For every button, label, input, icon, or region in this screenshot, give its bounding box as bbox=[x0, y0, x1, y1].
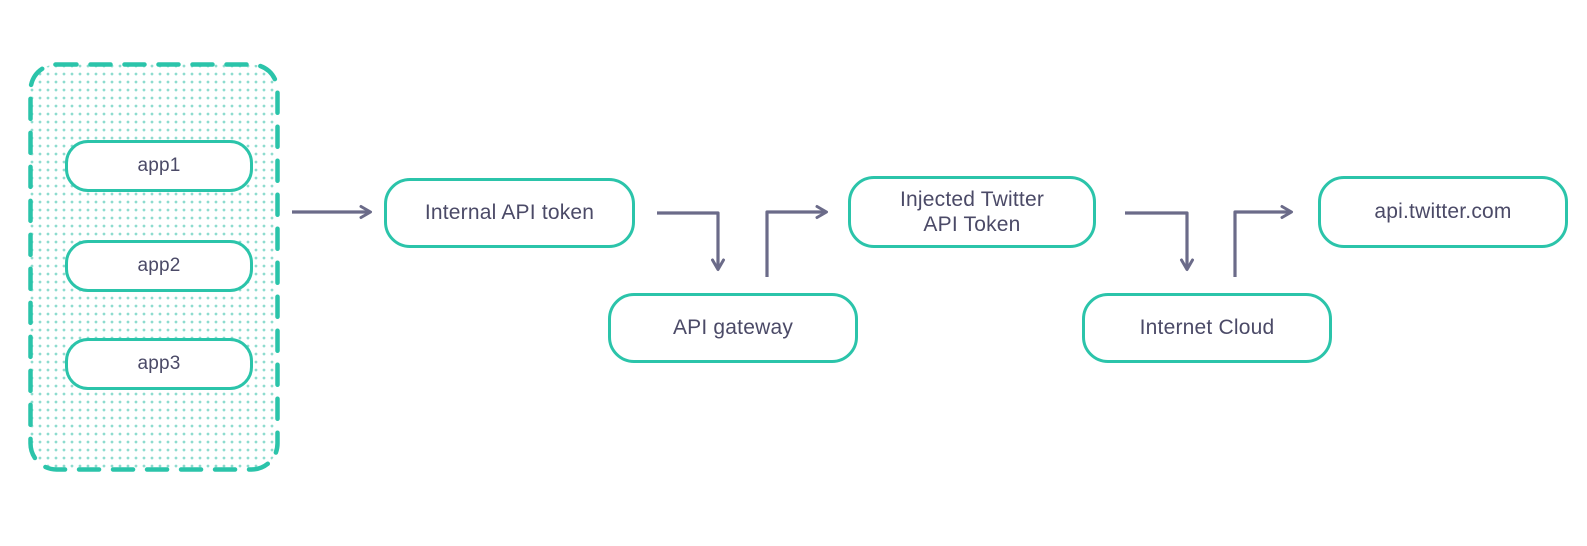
node-app2: app2 bbox=[65, 240, 253, 292]
node-internet-cloud-label: Internet Cloud bbox=[1139, 316, 1275, 340]
node-api-gateway-label: API gateway bbox=[672, 316, 794, 340]
node-internal-api-token: Internal API token bbox=[384, 178, 635, 248]
node-api-twitter-com: api.twitter.com bbox=[1318, 176, 1568, 248]
node-app1: app1 bbox=[65, 140, 253, 192]
arrow-cloud-to-twitter bbox=[1233, 205, 1293, 277]
arrow-gateway-to-injected bbox=[765, 205, 828, 277]
node-app1-label: app1 bbox=[137, 155, 181, 176]
node-app3: app3 bbox=[65, 338, 253, 390]
node-app2-label: app2 bbox=[137, 255, 181, 276]
apps-group: app1 app2 app3 bbox=[28, 62, 280, 472]
arrow-internal-to-gateway bbox=[657, 211, 725, 271]
node-api-gateway: API gateway bbox=[608, 293, 858, 363]
node-app3-label: app3 bbox=[137, 353, 181, 374]
node-injected-twitter-api-token: Injected Twitter API Token bbox=[848, 176, 1096, 248]
node-internal-api-token-label: Internal API token bbox=[424, 201, 595, 225]
arrow-injected-to-cloud bbox=[1125, 211, 1194, 271]
node-injected-twitter-api-token-label: Injected Twitter API Token bbox=[899, 187, 1045, 236]
node-internet-cloud: Internet Cloud bbox=[1082, 293, 1332, 363]
node-api-twitter-com-label: api.twitter.com bbox=[1374, 200, 1512, 224]
